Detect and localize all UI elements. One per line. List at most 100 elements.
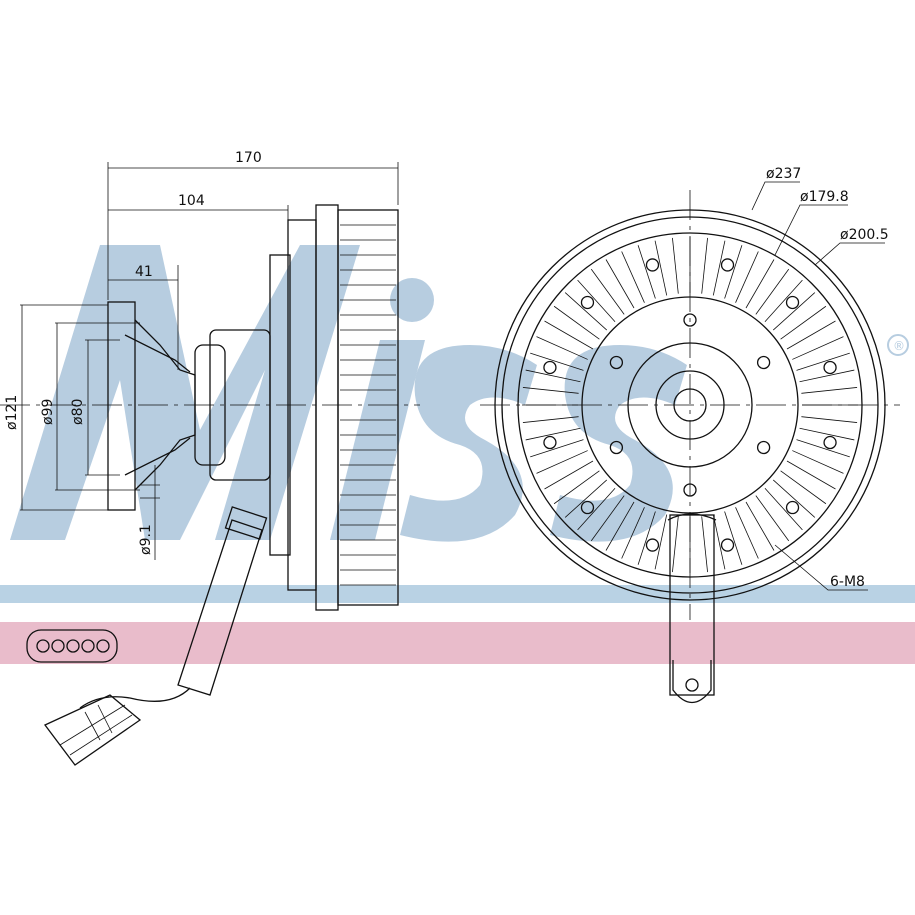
fin-line <box>637 511 656 565</box>
fin-line <box>786 460 836 490</box>
bolt-hole <box>609 440 624 455</box>
fin-line <box>564 479 608 518</box>
fin-boss <box>785 500 800 515</box>
fin-line <box>605 501 635 551</box>
fin-line <box>553 305 600 340</box>
fin-line <box>801 387 858 394</box>
dimensions-side: 170 104 41 ø121 ø99 ø80 ø9.1 <box>4 150 399 560</box>
dim-d237: ø237 <box>766 166 801 182</box>
fin-line <box>796 439 850 458</box>
dim-d99: ø99 <box>40 399 56 425</box>
fin-line <box>536 450 588 474</box>
fin-line <box>712 240 726 296</box>
fin-line <box>780 305 827 340</box>
fin-line <box>522 387 579 394</box>
fin-line <box>525 369 581 383</box>
fin-line <box>672 237 679 294</box>
fin-boss <box>543 435 557 450</box>
fin-line <box>745 259 775 309</box>
dim-d121: ø121 <box>4 395 20 430</box>
dim-d9-1: ø9.1 <box>138 524 154 555</box>
radial-fins <box>522 237 858 573</box>
fin-line <box>735 507 759 559</box>
fins <box>337 209 399 606</box>
bolt-hole <box>756 440 771 455</box>
fin-line <box>755 268 790 315</box>
fin-boss <box>580 500 595 515</box>
sensor-arm <box>79 506 268 709</box>
fin-line <box>577 487 616 531</box>
blue-band <box>0 585 915 603</box>
fin-line <box>801 416 858 423</box>
fin-line <box>701 237 708 294</box>
fin-line <box>544 320 594 350</box>
fin-boss <box>785 295 800 310</box>
fin-line <box>637 245 656 299</box>
fin-boss <box>543 360 557 375</box>
fin-line <box>530 352 584 371</box>
fin-line <box>786 320 836 350</box>
fin-line <box>799 369 855 383</box>
fin-boss <box>823 435 837 450</box>
dim-d80: ø80 <box>70 399 86 425</box>
fin-line <box>712 514 726 570</box>
fin-line <box>621 507 645 559</box>
dim-170: 170 <box>235 150 262 166</box>
bolt-hole <box>683 313 697 327</box>
fin-boss <box>720 258 735 272</box>
front-view: ø237 ø179.8 ø200.5 6-M8 <box>480 166 900 704</box>
fin-line <box>654 240 668 296</box>
dim-41: 41 <box>135 264 153 280</box>
fin-line <box>577 279 616 323</box>
fin-line <box>735 251 759 303</box>
fin-line <box>530 439 584 458</box>
fin-line <box>799 427 855 441</box>
fin-line <box>590 495 625 542</box>
fin-line <box>764 487 803 531</box>
dim-104: 104 <box>178 193 205 209</box>
fin-boss <box>823 360 837 375</box>
dim-6-m8: 6-M8 <box>830 574 865 590</box>
fin-line <box>792 336 844 360</box>
registered-mark: ® <box>893 339 905 353</box>
fin-line <box>796 352 850 371</box>
dim-d200-5: ø200.5 <box>840 227 889 243</box>
bolt-holes <box>609 313 771 497</box>
fin-line <box>605 259 635 309</box>
fin-line <box>564 292 608 331</box>
fin-line <box>772 479 816 518</box>
pink-band <box>0 622 915 664</box>
fin-line <box>772 292 816 331</box>
fin-line <box>764 279 803 323</box>
fin-line <box>536 336 588 360</box>
bolt-hole <box>609 355 624 370</box>
fin-boss <box>580 295 595 310</box>
fin-line <box>724 511 743 565</box>
fin-line <box>724 245 743 299</box>
fin-boss <box>720 538 735 552</box>
dimensions-front: ø237 ø179.8 ø200.5 6-M8 <box>751 166 889 591</box>
fin-line <box>553 470 600 505</box>
fin-boss <box>645 538 660 552</box>
fin-line <box>544 460 594 490</box>
fin-line <box>745 501 775 551</box>
fin-line <box>522 416 579 423</box>
bolt-hole <box>683 483 697 497</box>
fin-line <box>780 470 827 505</box>
fin-line <box>792 450 844 474</box>
side-view: 170 104 41 ø121 ø99 ø80 ø9.1 <box>0 150 420 766</box>
fin-line <box>672 516 679 573</box>
fin-line <box>755 495 790 542</box>
fin-line <box>654 514 668 570</box>
bolt-hole <box>756 355 771 370</box>
fin-line <box>590 268 625 315</box>
fin-boss <box>645 258 660 272</box>
fin-line <box>701 516 708 573</box>
fin-line <box>621 251 645 303</box>
connector-plug <box>43 694 142 766</box>
front-sensor-arm <box>667 513 717 704</box>
connector-pin-icon <box>26 629 118 663</box>
dim-d179-8: ø179.8 <box>800 189 849 205</box>
